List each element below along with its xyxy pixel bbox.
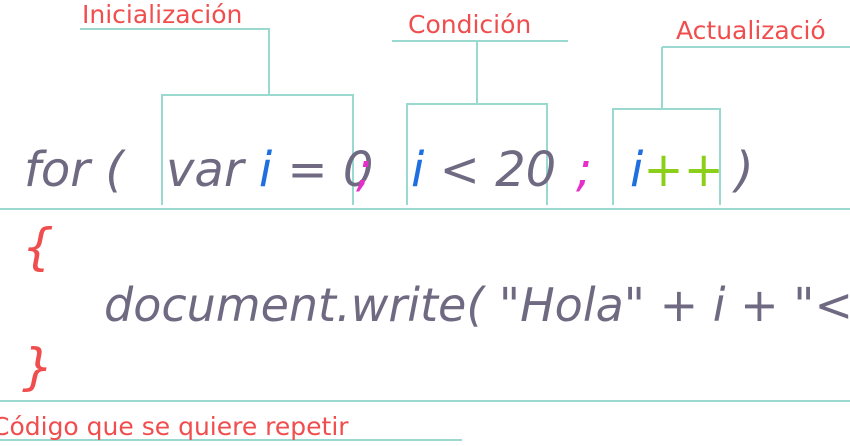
open-brace: { — [22, 218, 54, 276]
update-bracket — [612, 108, 721, 205]
close-brace: } — [22, 338, 54, 396]
init-bracket — [161, 94, 354, 205]
loop-variable: i — [258, 142, 273, 198]
condition-variable: i — [411, 142, 425, 198]
for-keyword: for ( — [24, 142, 124, 198]
loop-body-statement: document.write( "Hola" + i + "<b — [104, 278, 850, 332]
label-actualizacion: Actualizació — [676, 16, 826, 45]
update-expression: i++ — [630, 146, 724, 194]
increment-operator: ++ — [643, 142, 724, 198]
condition-expression: i < 20 — [411, 146, 556, 194]
var-keyword: var — [166, 142, 259, 198]
init-assignment: = 0 — [272, 142, 374, 198]
update-variable: i — [630, 142, 644, 198]
semicolon-2: ; — [576, 142, 593, 198]
cond-bracket — [406, 103, 548, 205]
condition-comparison: < 20 — [424, 142, 557, 198]
label-codigo-repetir: Código que se quiere repetir — [0, 412, 349, 441]
init-expression: var i = 0 — [166, 146, 373, 194]
semicolon-1: ; — [356, 142, 373, 198]
label-condicion: Condición — [408, 10, 532, 39]
close-paren: ) — [735, 142, 754, 198]
label-inicializacion: Inicialización — [82, 0, 243, 29]
